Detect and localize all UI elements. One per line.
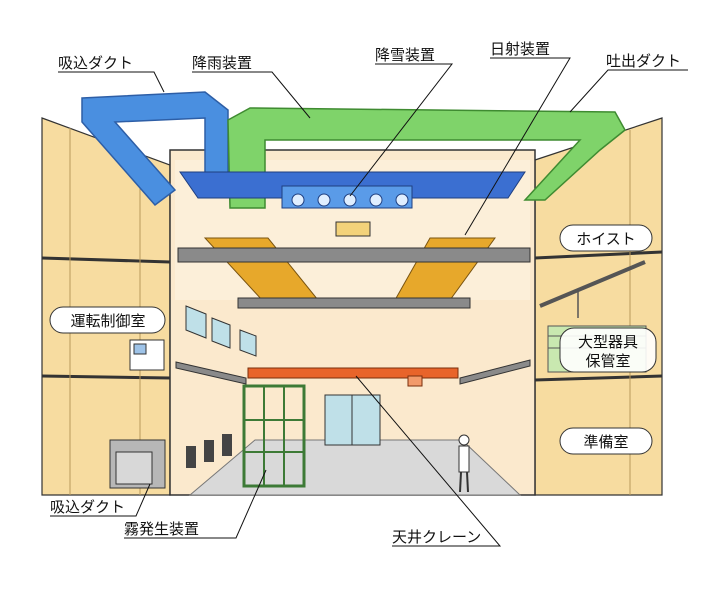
label-fog-generator: 霧発生装置: [124, 520, 199, 538]
label-ceiling-crane: 天井クレーン: [392, 528, 481, 546]
room-storage-line1: 大型器具: [578, 333, 638, 351]
label-sun-device: 日射装置: [490, 40, 550, 58]
label-snow-device: 降雪装置: [375, 46, 435, 64]
intake-box: [110, 440, 165, 488]
room-hoist: ホイスト: [576, 230, 636, 248]
label-exhaust-duct: 吐出ダクト: [606, 52, 681, 70]
room-preparation: 準備室: [583, 433, 628, 451]
label-intake-duct-bottom: 吸込ダクト: [50, 498, 125, 516]
room-storage-line2: 保管室: [585, 352, 630, 370]
label-intake-duct-top: 吸込ダクト: [58, 54, 133, 72]
label-rain-device: 降雨装置: [192, 54, 252, 72]
room-control: 運転制御室: [70, 312, 145, 330]
